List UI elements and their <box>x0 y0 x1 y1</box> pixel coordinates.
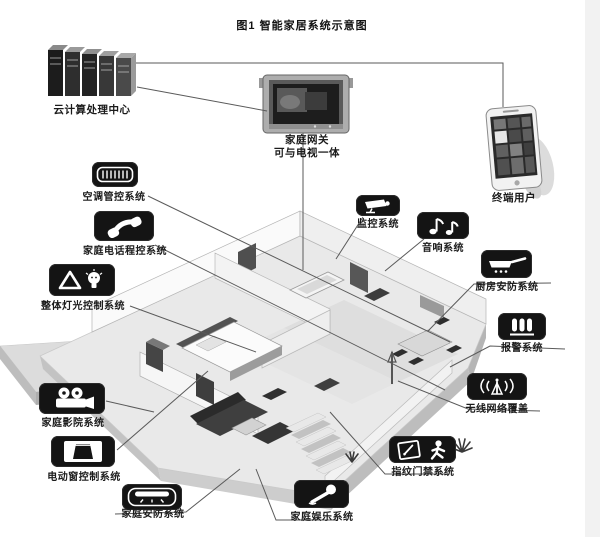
wardrobe <box>146 338 170 372</box>
line-cloud-to-user <box>136 62 504 107</box>
back-right-door <box>350 262 368 293</box>
alarm-system-label: 报警系统 <box>501 343 543 354</box>
front-doorway <box>196 373 214 405</box>
fingerprint-access-system-label: 指纹门禁系统 <box>391 467 455 478</box>
cctv-camera-icon <box>365 199 390 214</box>
home-theater-system-label: 家庭影院系统 <box>41 418 105 429</box>
home-theater-system-badge <box>39 383 105 414</box>
leader-telephone <box>154 244 446 391</box>
leader-fingerprint <box>329 411 448 475</box>
antenna-waves-icon <box>480 378 514 395</box>
lighting-system-label: 整体灯光控制系统 <box>41 301 125 312</box>
phone-handset-icon <box>107 216 142 238</box>
line-cloud-to-gateway <box>136 86 268 112</box>
server-rack-illustration <box>48 45 136 96</box>
gateway-label-line1: 家庭网关 <box>285 134 329 146</box>
sofa-set <box>190 378 340 444</box>
smartphone-illustration <box>485 105 555 199</box>
telephone-system-badge <box>94 211 154 241</box>
telephone-system-label: 家庭电话程控系统 <box>83 246 167 257</box>
leader-motor-window <box>116 370 209 451</box>
cloud-center-label: 云计算处理中心 <box>53 104 131 116</box>
audio-system-label: 音响系统 <box>422 243 464 254</box>
motor-window-system-label: 电动窗控制系统 <box>47 472 121 483</box>
back-window <box>420 295 444 318</box>
entertainment-system-badge <box>294 480 349 508</box>
fingerprint-access-system-badge <box>389 436 456 463</box>
microphone-icon <box>308 484 336 505</box>
leader-hvac <box>147 195 451 343</box>
kitchen-security-system-label: 厨房安防系统 <box>475 282 539 293</box>
stairs <box>285 412 357 475</box>
wireless-coverage-system-label: 无线网络覆盖 <box>465 404 529 415</box>
alarm-system-badge <box>498 313 546 340</box>
kitchen-security-system-badge <box>481 250 532 278</box>
home-security-system-badge <box>122 484 182 510</box>
hvac-system-label: 空调管控系统 <box>82 192 146 203</box>
leader-kitchen <box>427 282 552 332</box>
audio-system-badge <box>417 212 469 239</box>
end-user-label: 终端用户 <box>492 192 536 204</box>
leader-lighting <box>129 305 257 353</box>
leader-audio <box>384 238 425 272</box>
page-edge-strip <box>585 0 600 537</box>
leader-home-theater <box>105 400 155 413</box>
wifi-antenna-pole <box>387 350 397 384</box>
ac-vent-icon <box>96 166 134 183</box>
security-slot-icon <box>127 487 177 507</box>
wireless-coverage-system-badge <box>467 373 527 400</box>
figure-title: 图1 智能家居系统示意图 <box>236 20 368 32</box>
plants <box>345 438 473 463</box>
bathtub <box>289 271 345 299</box>
lighting-system-badge <box>49 264 115 296</box>
bed <box>176 317 283 381</box>
surveillance-system-badge <box>356 195 400 216</box>
house-illustration <box>39 210 487 510</box>
film-projector-icon <box>56 387 94 409</box>
leader-surveillance <box>335 216 364 260</box>
gateway-label-line2: 可与电视一体 <box>274 147 340 159</box>
keycard-person-icon <box>396 439 445 460</box>
entertainment-system-label: 家庭娱乐系统 <box>290 512 354 523</box>
leader-entertainment <box>255 468 338 521</box>
siren-bars-icon <box>510 318 534 336</box>
triangle-bulb-icon <box>58 269 103 290</box>
leader-alarm <box>449 345 566 368</box>
home-security-system-label: 家庭安防系统 <box>121 509 185 520</box>
tv-gateway-illustration <box>259 74 353 134</box>
back-right-wall <box>299 210 487 325</box>
leader-home-security <box>114 468 241 515</box>
connection-lines <box>105 62 566 521</box>
leader-wireless <box>397 380 541 412</box>
curtain-window-icon <box>64 441 102 462</box>
surveillance-system-label: 监控系统 <box>357 219 399 230</box>
music-notes-icon <box>429 217 459 235</box>
motor-window-system-badge <box>51 436 115 467</box>
kitchen-stove <box>364 288 390 301</box>
frying-pan-icon <box>489 257 527 273</box>
partition-wall-1 <box>214 252 331 335</box>
hvac-system-badge <box>92 162 138 187</box>
